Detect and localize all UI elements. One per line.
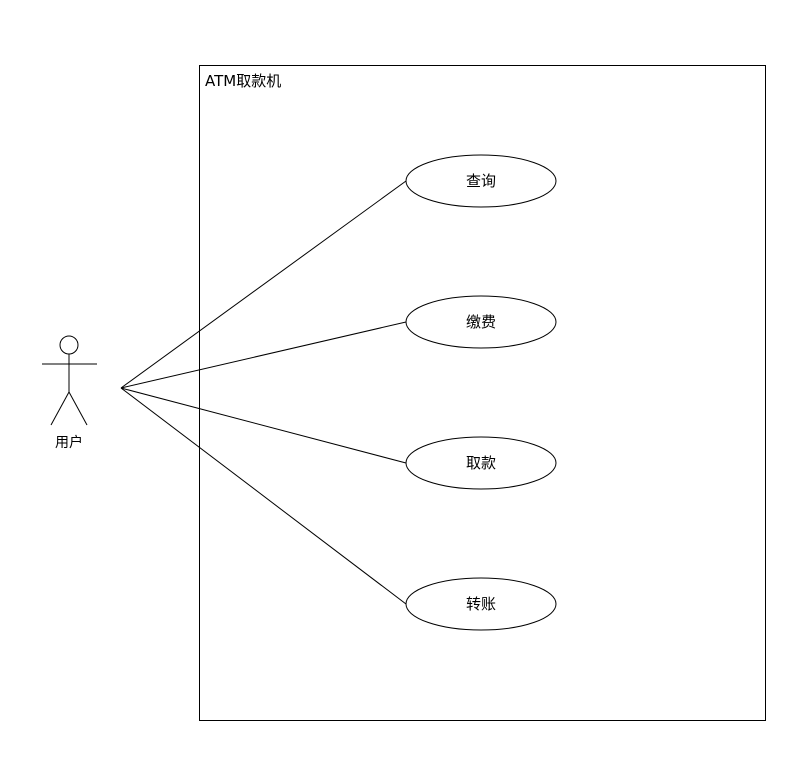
use-case-ellipse: [405, 154, 557, 208]
use-case-1[interactable]: 缴费: [405, 295, 557, 349]
use-case-ellipse: [405, 295, 557, 349]
use-case-ellipse: [405, 436, 557, 490]
use-case-label: 取款: [466, 454, 496, 472]
association-line-1: [120, 321, 407, 389]
stick-figure-icon: [42, 335, 97, 426]
association-line-2: [120, 387, 407, 464]
use-case-3[interactable]: 转账: [405, 577, 557, 631]
use-case-label: 转账: [466, 595, 496, 613]
associations: [120, 180, 407, 605]
use-case-ellipse: [405, 577, 557, 631]
use-case-label: 查询: [466, 172, 496, 190]
system-boundary-box: [199, 65, 766, 721]
actor-label: 用户: [55, 434, 83, 451]
system-title: ATM取款机: [205, 72, 281, 90]
system-boundary: ATM取款机: [199, 65, 766, 721]
actor[interactable]: 用户: [42, 335, 97, 451]
use-case-label: 缴费: [466, 313, 496, 331]
association-line-0: [120, 180, 407, 389]
use-case-2[interactable]: 取款: [405, 436, 557, 490]
use-case-0[interactable]: 查询: [405, 154, 557, 208]
association-line-3: [120, 387, 407, 605]
